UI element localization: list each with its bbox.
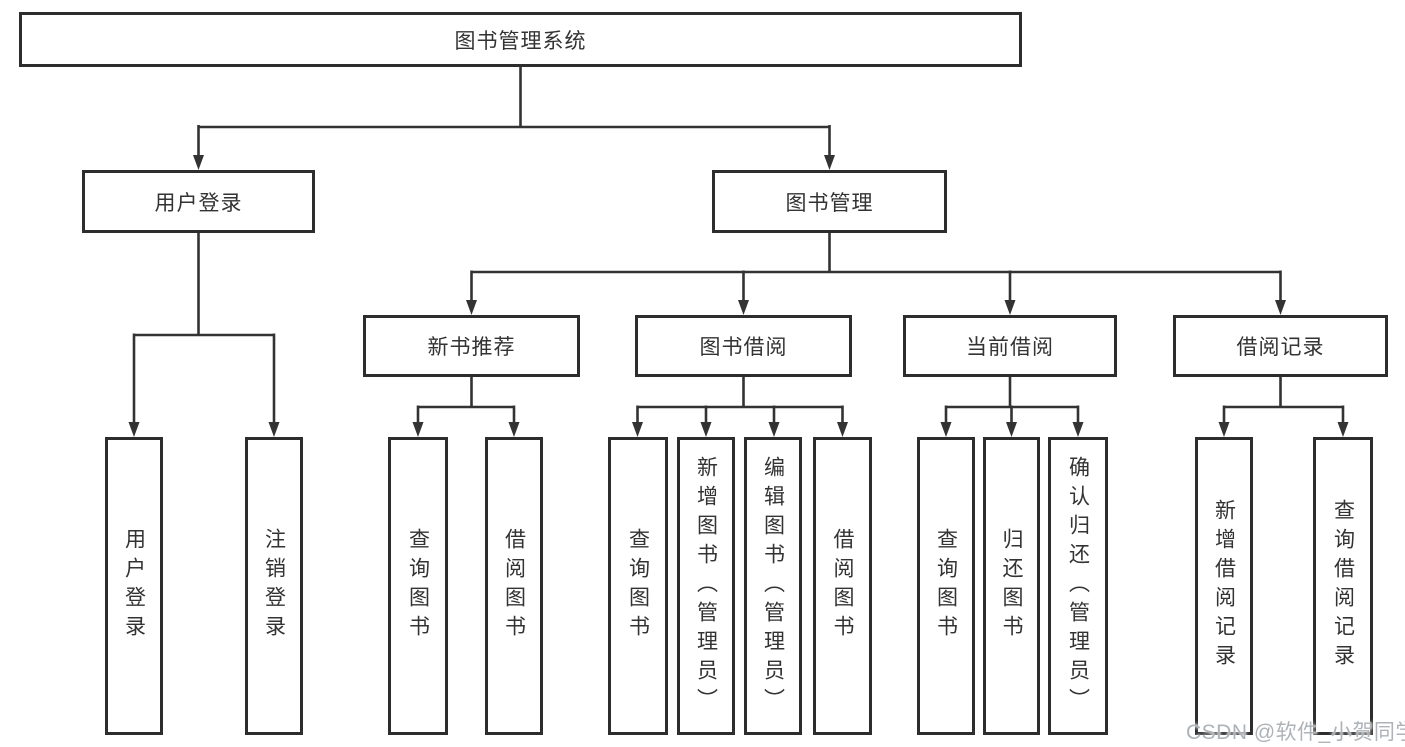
node-user-login: 用户登录 xyxy=(82,170,315,233)
leaf-add-books-admin: 新增图书（管理员） xyxy=(677,437,735,735)
node-label: 图书管理系统 xyxy=(454,29,587,53)
node-current-borrowing: 当前借阅 xyxy=(903,315,1117,377)
leaf-edit-books-admin: 编辑图书（管理员） xyxy=(744,437,802,735)
leaf-logout: 注销登录 xyxy=(245,437,303,735)
leaf-label: 查询图书 xyxy=(934,528,958,644)
csdn-watermark: CSDN @软件_小贺同学 xyxy=(1186,721,1405,744)
connector-new-book-recommend-to-leaves xyxy=(412,377,520,437)
node-label: 用户登录 xyxy=(154,191,243,215)
leaf-user-login: 用户登录 xyxy=(105,437,163,735)
leaf-label: 注销登录 xyxy=(262,528,286,644)
leaf-query-borrow-record: 查询借阅记录 xyxy=(1313,437,1373,735)
leaf-return-books: 归还图书 xyxy=(983,437,1040,735)
leaf-label: 借阅图书 xyxy=(502,528,526,644)
node-label: 图书管理 xyxy=(785,191,874,215)
leaf-add-borrow-record: 新增借阅记录 xyxy=(1195,437,1253,735)
leaf-label: 查询图书 xyxy=(626,528,650,644)
leaf-label: 新增图书（管理员） xyxy=(694,455,718,717)
connector-book-management-to-level3 xyxy=(466,233,1286,315)
leaf-query-books-current: 查询图书 xyxy=(917,437,975,735)
node-label: 当前借阅 xyxy=(966,336,1054,359)
leaf-label: 用户登录 xyxy=(122,528,146,644)
leaf-label: 查询图书 xyxy=(406,528,430,644)
connector-user-login-to-leaves xyxy=(128,233,280,437)
leaf-borrow-books-borrowing: 借阅图书 xyxy=(813,437,872,735)
node-label: 图书借阅 xyxy=(699,336,788,359)
leaf-label: 新增借阅记录 xyxy=(1212,499,1236,673)
node-label: 新书推荐 xyxy=(427,336,516,359)
connector-current-borrowing-to-leaves xyxy=(940,377,1084,437)
node-label: 借阅记录 xyxy=(1236,336,1325,359)
leaf-confirm-return-admin: 确认归还（管理员） xyxy=(1048,437,1108,735)
node-borrowing-records: 借阅记录 xyxy=(1173,315,1388,377)
leaf-label: 编辑图书（管理员） xyxy=(761,455,785,717)
node-new-book-recommend: 新书推荐 xyxy=(363,315,580,377)
node-book-management: 图书管理 xyxy=(712,170,947,233)
leaf-query-books-borrowing: 查询图书 xyxy=(608,437,668,735)
leaf-label: 查询借阅记录 xyxy=(1331,499,1355,673)
leaf-query-books-recommend: 查询图书 xyxy=(388,437,448,735)
leaf-label: 借阅图书 xyxy=(831,528,854,644)
connector-borrowing-records-to-leaves xyxy=(1218,377,1349,437)
connector-root-to-level2 xyxy=(193,67,835,170)
node-book-borrowing: 图书借阅 xyxy=(635,315,852,377)
node-library-management-system: 图书管理系统 xyxy=(19,12,1022,67)
leaf-label: 归还图书 xyxy=(1000,528,1023,644)
leaf-borrow-books-recommend: 借阅图书 xyxy=(485,437,543,735)
leaf-label: 确认归还（管理员） xyxy=(1066,455,1090,717)
connector-book-borrowing-to-leaves xyxy=(632,377,848,437)
